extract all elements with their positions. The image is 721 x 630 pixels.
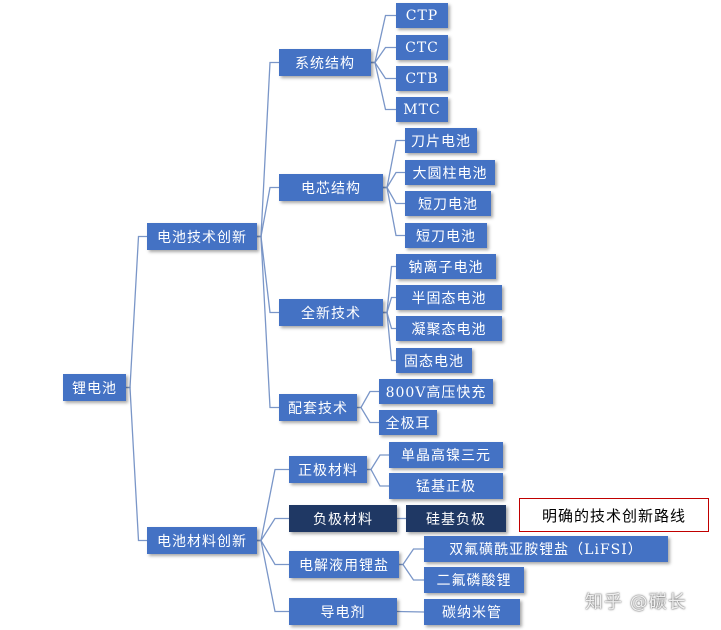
connector-branch-battery-tech-innovation-to-group-supporting-technology (257, 235, 279, 409)
root-node[interactable]: 锂电池 (63, 374, 126, 401)
group-new-technology[interactable]: 全新技术 (279, 299, 383, 326)
leaf-semi-solid-battery[interactable]: 半固态电池 (396, 285, 502, 310)
connector-group-cell-structure-to-leaf-blade-battery (383, 139, 405, 189)
connector-group-system-structure-to-leaf-ctc (371, 46, 396, 64)
connector-group-cell-structure-to-leaf-short-blade-battery-2 (383, 186, 405, 237)
leaf-mtc[interactable]: MTC (396, 97, 448, 122)
group-electrolyte-lithium-salt[interactable]: 电解液用锂盐 (289, 551, 399, 578)
leaf-ctc[interactable]: CTC (396, 35, 448, 60)
connector-group-system-structure-to-leaf-ctb (371, 61, 396, 80)
connector-branch-battery-tech-innovation-to-group-new-technology (257, 235, 279, 314)
leaf-single-crystal-high-nickel[interactable]: 单晶高镍三元 (389, 442, 503, 468)
branch-battery-tech-innovation[interactable]: 电池技术创新 (147, 223, 257, 250)
zhihu-watermark: 知乎 @碳长 (585, 592, 687, 613)
connector-group-new-technology-to-leaf-condensed-battery (383, 311, 396, 330)
leaf-ctb[interactable]: CTB (396, 66, 448, 91)
leaf-solid-state-battery[interactable]: 固态电池 (396, 348, 472, 373)
leaf-short-blade-battery[interactable]: 短刀电池 (405, 191, 491, 216)
connector-group-conductive-agent-to-leaf-carbon-nanotube (396, 610, 425, 613)
connector-branch-battery-tech-innovation-to-group-cell-structure (257, 186, 279, 238)
connector-branch-battery-tech-innovation-to-group-system-structure (257, 61, 279, 238)
connector-group-cathode-material-to-leaf-manganese-cathode (367, 468, 389, 487)
connector-group-electrolyte-lithium-salt-to-leaf-lifsi (399, 548, 424, 566)
leaf-blade-battery[interactable]: 刀片电池 (405, 128, 477, 153)
connector-group-cathode-material-to-leaf-single-crystal-high-nickel (367, 454, 389, 471)
connector-group-new-technology-to-leaf-semi-solid-battery (383, 296, 396, 314)
leaf-carbon-nanotube[interactable]: 碳纳米管 (424, 599, 520, 625)
connector-root-node-to-branch-battery-material-innovation (126, 386, 147, 542)
group-supporting-technology[interactable]: 配套技术 (279, 394, 357, 421)
callout-tech-route: 明确的技术创新路线 (519, 498, 709, 532)
connector-group-system-structure-to-leaf-mtc (371, 61, 396, 111)
leaf-silicon-anode[interactable]: 硅基负极 (406, 505, 506, 532)
group-cathode-material[interactable]: 正极材料 (289, 456, 367, 483)
connector-branch-battery-material-innovation-to-group-conductive-agent (257, 539, 289, 613)
connector-group-system-structure-to-leaf-ctp (371, 14, 396, 64)
group-system-structure[interactable]: 系统结构 (279, 49, 371, 76)
leaf-lifsi[interactable]: 双氟磺酰亚胺锂盐（LiFSI） (424, 536, 668, 562)
connector-group-supporting-technology-to-leaf-800v-fast-charge (357, 390, 379, 409)
leaf-manganese-cathode[interactable]: 锰基正极 (389, 473, 503, 499)
leaf-full-tab[interactable]: 全极耳 (379, 410, 437, 435)
leaf-condensed-battery[interactable]: 凝聚态电池 (396, 316, 502, 341)
connector-group-cell-structure-to-leaf-short-blade-battery (383, 186, 405, 205)
leaf-sodium-ion-battery[interactable]: 钠离子电池 (396, 254, 496, 279)
group-anode-material[interactable]: 负极材料 (289, 505, 397, 532)
connector-group-supporting-technology-to-leaf-full-tab (357, 406, 379, 424)
leaf-large-cylindrical-battery[interactable]: 大圆柱电池 (405, 160, 495, 185)
connector-root-node-to-branch-battery-tech-innovation (126, 235, 147, 389)
leaf-short-blade-battery-2[interactable]: 短刀电池 (405, 223, 487, 248)
connector-group-cell-structure-to-leaf-large-cylindrical-battery (383, 171, 405, 189)
leaf-800v-fast-charge[interactable]: 800V高压快充 (379, 379, 493, 404)
leaf-ctp[interactable]: CTP (396, 3, 448, 28)
connector-group-new-technology-to-leaf-solid-state-battery (383, 311, 396, 362)
leaf-lithium-difluorophosphate[interactable]: 二氟磷酸锂 (424, 567, 524, 593)
connector-branch-battery-material-innovation-to-group-cathode-material (257, 468, 289, 542)
branch-battery-material-innovation[interactable]: 电池材料创新 (147, 527, 257, 554)
group-cell-structure[interactable]: 电芯结构 (279, 174, 383, 201)
group-conductive-agent[interactable]: 导电剂 (289, 598, 397, 625)
connector-group-electrolyte-lithium-salt-to-leaf-lithium-difluorophosphate (399, 563, 424, 581)
